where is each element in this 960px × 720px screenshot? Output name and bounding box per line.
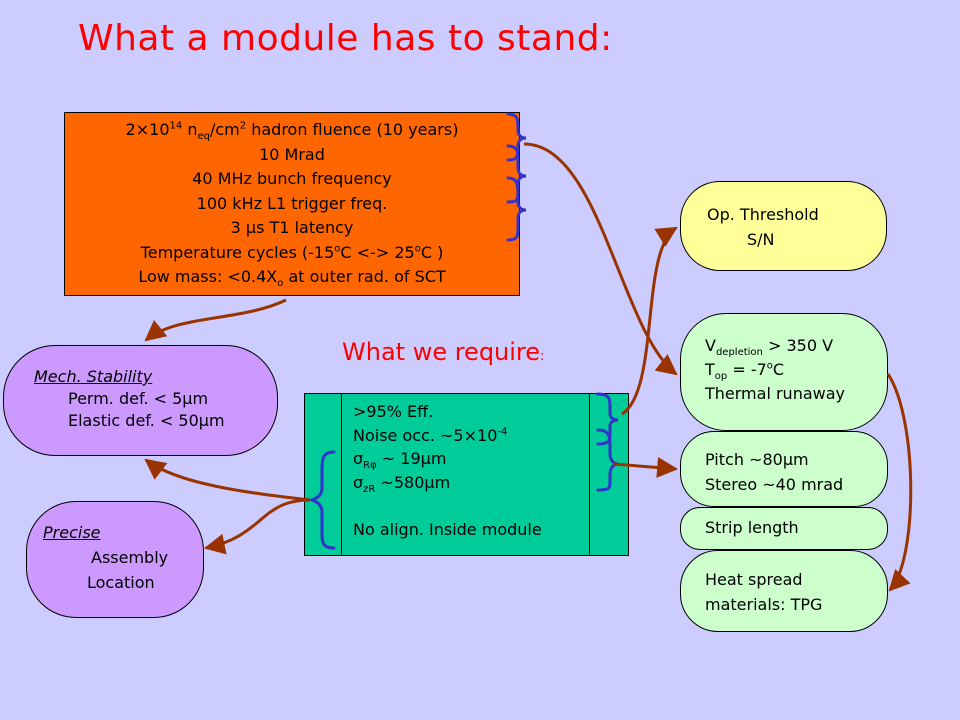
signal-to-noise: S/N <box>747 230 775 249</box>
op-threshold: Op. Threshold <box>707 205 819 224</box>
precise-assembly: Assembly <box>91 548 169 567</box>
arrow-req-to-depletion <box>523 142 678 376</box>
req-bunch-frequency: 40 MHz bunch frequency <box>192 169 392 188</box>
arrow-req-to-mech <box>144 298 287 342</box>
mech-stability-title: Mech. Stability <box>34 367 153 386</box>
elastic-def: Elastic def. < 50μm <box>68 411 225 430</box>
depletion-box: Vdepletion > 350 V Top = -7oC Thermal ru… <box>680 313 888 431</box>
req-fluence: 2×1014 neq/cm2 hadron fluence (10 years) <box>125 120 459 143</box>
alignment: No align. Inside module <box>353 519 542 539</box>
precise-title: Precise <box>43 523 101 542</box>
heat-spread-box: Heat spread materials: TPG <box>680 550 888 632</box>
threshold-box: Op. Threshold S/N <box>680 181 887 271</box>
heat-materials: materials: TPG <box>705 595 823 614</box>
precise-assembly-box: Precise Assembly Location <box>26 501 204 618</box>
perm-def: Perm. def. < 5μm <box>68 389 209 408</box>
arrow-center-to-mech <box>144 458 311 502</box>
arrow-center-to-threshold <box>621 226 678 416</box>
stereo-angle: Stereo ~40 mrad <box>705 475 844 494</box>
pitch-box: Pitch ~80μm Stereo ~40 mrad <box>680 431 888 507</box>
req-latency: 3 μs T1 latency <box>230 218 354 237</box>
operating-temperature: Top = -7oC <box>705 360 785 383</box>
sigma-rphi: σRφ ~ 19μm <box>353 449 447 472</box>
sigma-zr: σzR ~580μm <box>353 472 451 495</box>
arrow-depletion-to-heat <box>886 373 913 592</box>
left-brace-icon <box>307 450 336 550</box>
req-trigger-frequency: 100 kHz L1 trigger freq. <box>196 193 388 213</box>
req-temperature-cycles: Temperature cycles (-15oC <-> 25oC ) <box>140 242 444 262</box>
heat-spread: Heat spread <box>705 570 803 589</box>
page-title: What a module has to stand: <box>78 18 613 59</box>
right-column-divider <box>589 394 590 555</box>
noise-occupancy: Noise occ. ~5×10-4 <box>353 425 508 445</box>
left-column-divider <box>341 394 342 555</box>
depletion-voltage: Vdepletion > 350 V <box>705 336 834 359</box>
pitch: Pitch ~80μm <box>705 450 809 469</box>
requirements-box: 2×1014 neq/cm2 hadron fluence (10 years)… <box>64 112 520 296</box>
req-low-mass: Low mass: <0.4Xo at outer rad. of SCT <box>138 267 446 290</box>
thermal-runaway: Thermal runaway <box>705 384 845 403</box>
arrow-center-to-precise <box>203 498 311 555</box>
req-dose: 10 Mrad <box>259 144 325 164</box>
mech-stability-box: Mech. Stability Perm. def. < 5μm Elastic… <box>3 345 278 456</box>
strip-length: Strip length <box>705 518 799 537</box>
module-requirements-box: >95% Eff. Noise occ. ~5×10-4 σRφ ~ 19μm … <box>304 393 629 556</box>
arrow-center-to-pitch <box>613 457 679 478</box>
lower-brace-icon <box>506 176 527 242</box>
precise-location: Location <box>87 573 155 592</box>
strip-length-box: Strip length <box>680 507 888 550</box>
efficiency: >95% Eff. <box>353 402 434 421</box>
section-subtitle: What we require: <box>342 338 545 366</box>
